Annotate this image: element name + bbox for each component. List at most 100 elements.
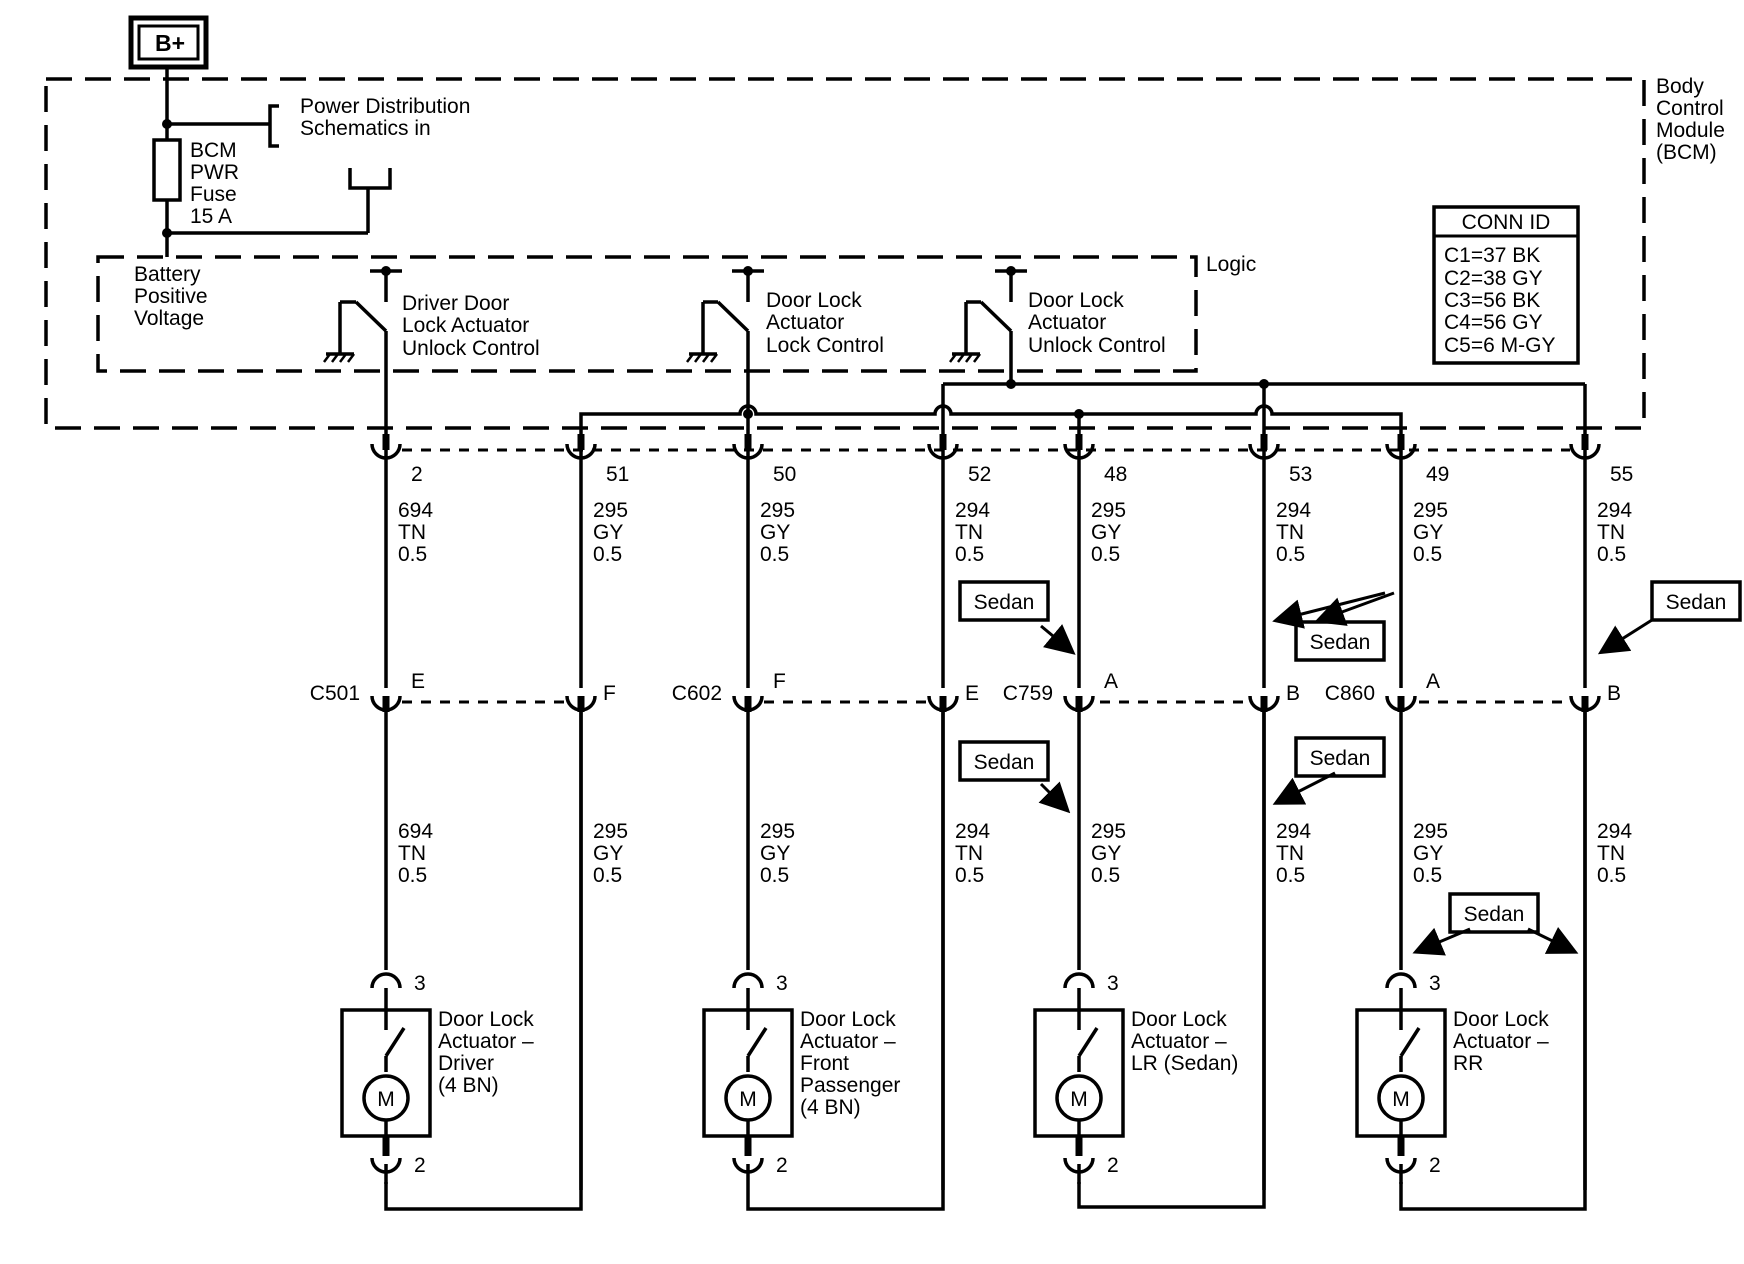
sedan-tag-label: Sedan bbox=[974, 751, 1035, 774]
wire-spec-upper: TN bbox=[1597, 521, 1625, 544]
bcm-pin-terminal bbox=[732, 443, 764, 460]
wire-spec-upper: 294 bbox=[1276, 499, 1311, 522]
ground-icon bbox=[949, 352, 981, 363]
control-driver-unlock: Driver Door Lock Actuator Unlock Control bbox=[323, 266, 540, 446]
control-lock: Door Lock Actuator Lock Control bbox=[686, 266, 884, 446]
sedan-arrow bbox=[1412, 927, 1471, 956]
actuator-label-line: Actuator – bbox=[1453, 1030, 1549, 1053]
control-label-line: Driver Door bbox=[402, 292, 509, 315]
power-ref-line: Power Distribution bbox=[300, 95, 470, 118]
sedan-tag-box bbox=[1650, 580, 1742, 622]
bcm-pin-number: 48 bbox=[1104, 463, 1127, 486]
actuator-pin-terminal bbox=[732, 972, 764, 989]
pin-stub bbox=[1397, 434, 1405, 450]
bcm-pin-number: 50 bbox=[773, 463, 796, 486]
actuator-label-line: Actuator – bbox=[800, 1030, 896, 1053]
wire-spec-upper: TN bbox=[955, 521, 983, 544]
sedan-arrow bbox=[1314, 591, 1395, 626]
connector-name: C860 bbox=[1325, 682, 1375, 705]
wire-spec-lower: 295 bbox=[1091, 820, 1126, 843]
wire-spec-lower: 294 bbox=[1276, 820, 1311, 843]
sedan-tag-box bbox=[958, 580, 1050, 622]
bcm-pin-number: 52 bbox=[968, 463, 991, 486]
wire-spec-upper: TN bbox=[1276, 521, 1304, 544]
bcm-pin-terminal bbox=[565, 443, 597, 460]
sedan-tag-box bbox=[1294, 620, 1386, 662]
sedan-tag-label: Sedan bbox=[1464, 903, 1525, 926]
wire-spec-upper: 0.5 bbox=[593, 543, 622, 566]
wire-spec-upper: 295 bbox=[760, 499, 795, 522]
actuator-label-line: (4 BN) bbox=[438, 1074, 499, 1097]
motor-label: M bbox=[1392, 1088, 1410, 1111]
wire-spec-upper: 0.5 bbox=[1597, 543, 1626, 566]
wire-spec-upper: 0.5 bbox=[398, 543, 427, 566]
actuator-label-line: Door Lock bbox=[1131, 1008, 1227, 1031]
sedan-arrow bbox=[1038, 781, 1071, 814]
sedan-tag: Sedan bbox=[1412, 892, 1579, 956]
actuator-pin-number: 2 bbox=[1107, 1154, 1119, 1177]
wire-spec-lower: TN bbox=[398, 842, 426, 865]
wire-spec-upper: 0.5 bbox=[955, 543, 984, 566]
wire-spec-upper: 0.5 bbox=[1413, 543, 1442, 566]
bcm-pin-number: 51 bbox=[606, 463, 629, 486]
pin-stub bbox=[382, 1136, 390, 1156]
pin-stub bbox=[1397, 1136, 1405, 1156]
bcm-module-outline bbox=[44, 77, 1646, 430]
bcm-label-line: Control bbox=[1656, 97, 1724, 120]
wire-spec-lower: 295 bbox=[1413, 820, 1448, 843]
logic-outline bbox=[96, 255, 1198, 373]
sedan-tag: Sedan bbox=[958, 740, 1071, 814]
actuator-label-line: RR bbox=[1453, 1052, 1483, 1075]
sedan-tag: Sedan bbox=[958, 580, 1076, 655]
bcm-pin-number: 49 bbox=[1426, 463, 1449, 486]
pin-stub bbox=[577, 696, 585, 712]
wire-spec-lower: 295 bbox=[593, 820, 628, 843]
pin-stub bbox=[1581, 696, 1589, 712]
bcm-pin-number: 53 bbox=[1289, 463, 1312, 486]
bcm-label-line: (BCM) bbox=[1656, 141, 1717, 164]
bcm-pin-number: 2 bbox=[411, 463, 423, 486]
wire-spec-upper: 694 bbox=[398, 499, 433, 522]
actuator-label-line: LR (Sedan) bbox=[1131, 1052, 1238, 1075]
battery-voltage-label: Battery Positive Voltage bbox=[134, 263, 208, 330]
sedan-tag: Sedan bbox=[1272, 736, 1386, 805]
actuator-pin-number: 2 bbox=[414, 1154, 426, 1177]
sedan-arrow bbox=[1597, 618, 1653, 655]
fuse-label-line: Fuse bbox=[190, 183, 237, 206]
pin-stub bbox=[744, 696, 752, 712]
sedan-arrow bbox=[1040, 624, 1076, 655]
sedan-arrow bbox=[1272, 771, 1336, 805]
actuator-label-line: Front bbox=[800, 1052, 849, 1075]
wire-spec-upper: 294 bbox=[1597, 499, 1632, 522]
wire-spec-lower: TN bbox=[955, 842, 983, 865]
wire-spec-lower: 0.5 bbox=[1413, 864, 1442, 887]
wire-spec-lower: GY bbox=[593, 842, 623, 865]
actuator-label-line: Driver bbox=[438, 1052, 494, 1075]
inline-terminal bbox=[732, 695, 764, 712]
actuator-pin-terminal bbox=[1385, 972, 1417, 989]
actuator-pin-number: 3 bbox=[776, 972, 788, 995]
pin-stub bbox=[744, 434, 752, 450]
sedan-tag-box bbox=[1448, 892, 1540, 934]
wire-spec-lower: 694 bbox=[398, 820, 433, 843]
actuator-pin-number: 3 bbox=[414, 972, 426, 995]
wire-spec-lower: TN bbox=[1597, 842, 1625, 865]
wire-spec-upper: GY bbox=[760, 521, 790, 544]
connector-pin-letter: E bbox=[965, 682, 979, 705]
wire-spec-lower: 0.5 bbox=[760, 864, 789, 887]
pin-stub bbox=[1075, 696, 1083, 712]
control-label-line: Door Lock bbox=[766, 289, 862, 312]
wire-spec-lower: GY bbox=[1413, 842, 1443, 865]
connector-pin-letter: F bbox=[603, 682, 616, 705]
inline-terminal bbox=[1569, 695, 1601, 712]
actuator-label-line: Actuator – bbox=[1131, 1030, 1227, 1053]
supply-label: B+ bbox=[155, 30, 185, 56]
battery-label-line: Voltage bbox=[134, 307, 204, 330]
fuse-label-line: 15 A bbox=[190, 205, 232, 228]
